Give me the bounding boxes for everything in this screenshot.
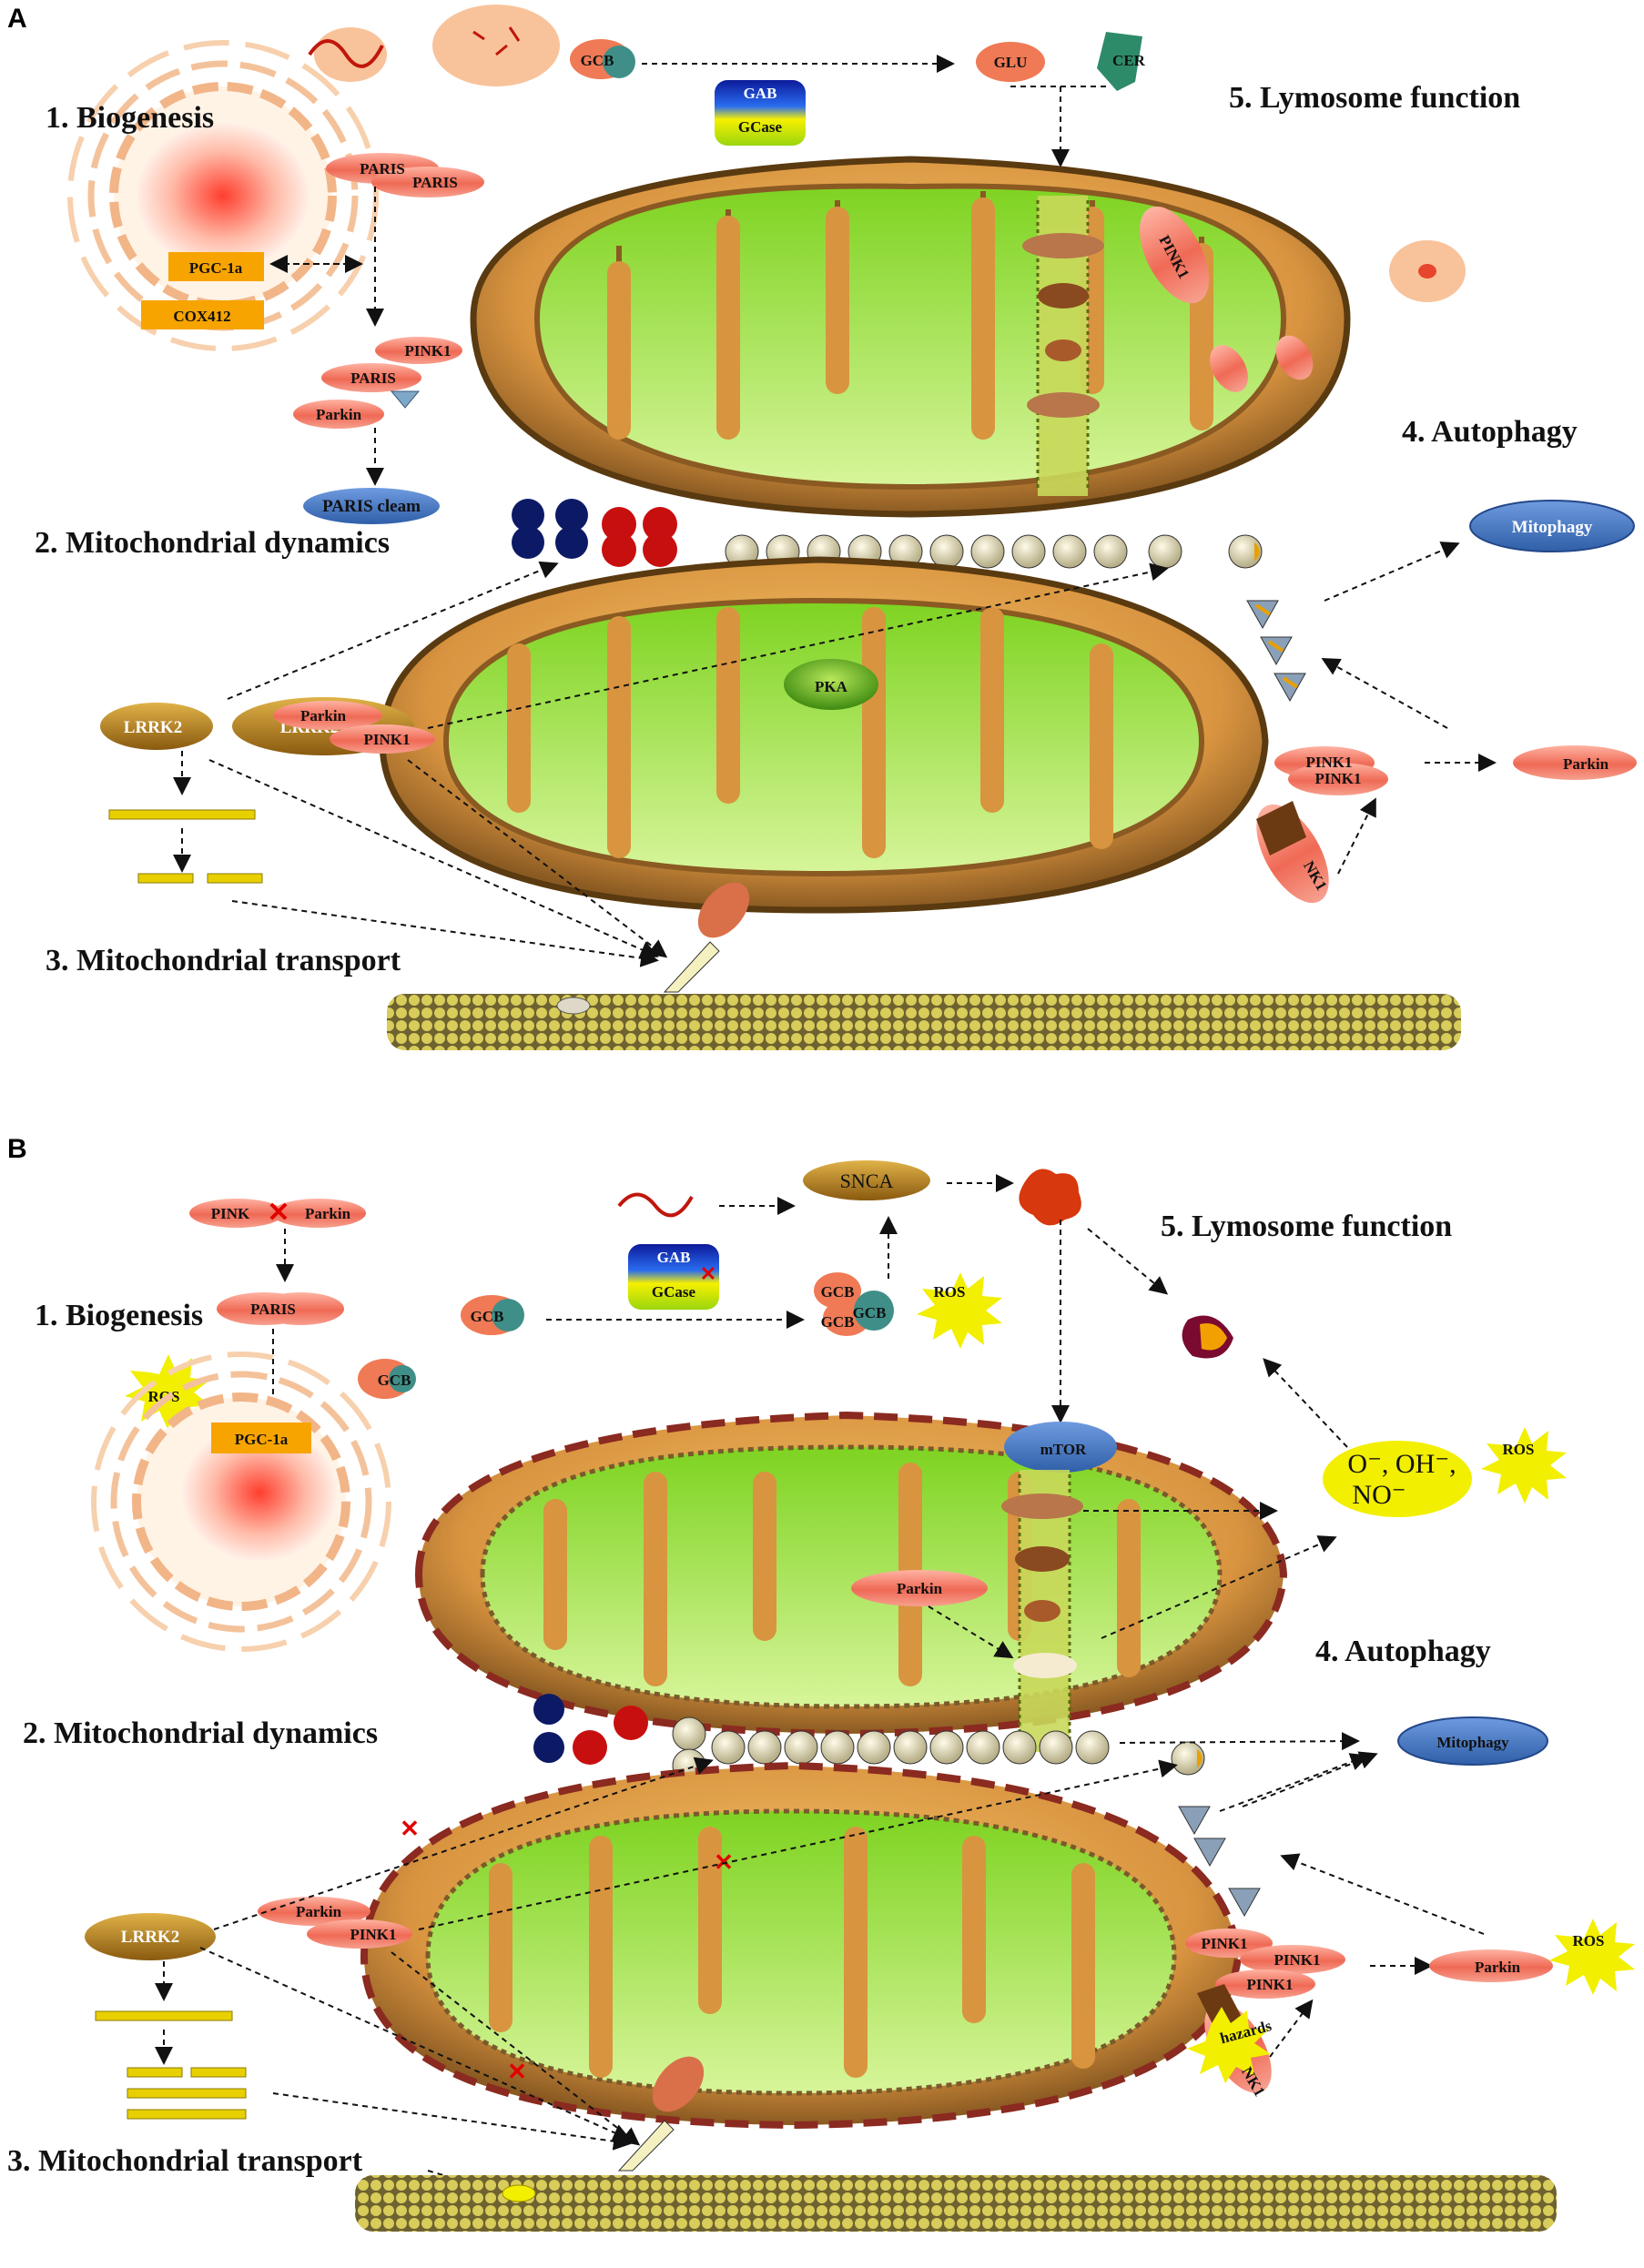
ros-label-4: ROS — [1573, 1932, 1605, 1949]
snca-label: SNCA — [840, 1169, 894, 1192]
pink1-label-d2: PINK1 — [1274, 1951, 1321, 1969]
parkin-label-c: Parkin — [1563, 755, 1609, 773]
label-biogenesis-b: 1. Biogenesis — [35, 1299, 203, 1332]
label-dynamics-a: 2. Mitochondrial dynamics — [35, 526, 390, 560]
glu-label: GLU — [994, 54, 1028, 71]
drp-beads-b — [533, 1694, 648, 1765]
er-nucleus-top — [67, 40, 379, 351]
label-autophagy-b: 4. Autophagy — [1315, 1635, 1491, 1668]
parkin-top-label-b: Parkin — [305, 1205, 351, 1222]
hazards-star — [1187, 2007, 1271, 2083]
paris-label-1: PARIS — [360, 160, 405, 177]
mitochondrion-a-upper — [470, 156, 1351, 518]
er-nucleus-b — [91, 1352, 391, 1652]
mitochondrion-b-lower — [360, 1761, 1243, 2130]
panel-label-a: A — [7, 4, 27, 34]
bead-chain-a — [725, 534, 1263, 569]
paris-clean-label: PARIS cleam — [322, 497, 421, 516]
parkin-label-a: Parkin — [316, 406, 362, 423]
svg-text:LRRK2: LRRK2 — [124, 718, 182, 737]
gcb-label-b5: GCB — [853, 1304, 887, 1321]
snca-fibril-icon — [617, 1192, 694, 1218]
svg-text:✕: ✕ — [700, 1262, 716, 1285]
label-lysosome-b: 5. Lymosome function — [1161, 1210, 1452, 1243]
svg-text:✕: ✕ — [507, 2059, 527, 2085]
paris-label-b: PARIS — [250, 1301, 296, 1318]
radicals-line2: NO⁻ — [1352, 1480, 1406, 1510]
pink1-label-c: PINK1 — [1306, 754, 1353, 771]
radicals-line1: O⁻, OH⁻, — [1347, 1449, 1456, 1479]
pink1-label-d: PINK1 — [1315, 770, 1362, 787]
pink-label-b: PINK — [211, 1205, 250, 1222]
gcb-label-b3: GCB — [821, 1283, 855, 1301]
ros-label-3: ROS — [1503, 1441, 1535, 1458]
aggregate-icon — [1019, 1169, 1081, 1226]
block-x-icon: ✕ — [267, 1198, 289, 1228]
label-dynamics-b: 2. Mitochondrial dynamics — [23, 1716, 378, 1750]
pka-label: PKA — [815, 678, 848, 695]
label-transport-a: 3. Mitochondrial transport — [46, 944, 401, 977]
gcb-label-b2: GCB — [471, 1308, 504, 1325]
membrane-channel-b — [1001, 1470, 1083, 1752]
label-transport-b: 3. Mitochondrial transport — [7, 2144, 363, 2178]
panel-label-b: B — [7, 1134, 27, 1164]
triangle-tags-a — [1246, 600, 1306, 703]
mitophagy-label-b: Mitophagy — [1436, 1734, 1509, 1751]
label-autophagy-a: 4. Autophagy — [1402, 415, 1578, 449]
pgc-label-a: PGC-1a — [189, 259, 243, 277]
label-biogenesis-a: 1. Biogenesis — [46, 101, 214, 135]
parkin-label-b2: Parkin — [296, 1903, 342, 1920]
drp-beads-a — [512, 499, 677, 567]
gcb-label-a: GCB — [581, 52, 614, 69]
membrane-channel-a — [1022, 196, 1104, 496]
gcase-label-b: GCase — [652, 1283, 696, 1301]
lrrk2-label-b: LRRK2 — [121, 1928, 179, 1947]
mitophagy-label-a: Mitophagy — [1512, 518, 1593, 537]
parkin-label-b: Parkin — [300, 707, 347, 724]
gcase-label-a: GCase — [738, 118, 783, 136]
parkin-label-c2: Parkin — [1475, 1959, 1521, 1976]
ros-star-3 — [1481, 1427, 1567, 1504]
mitochondrion-b-upper — [414, 1411, 1288, 1738]
pink1-label-a: PINK1 — [405, 342, 452, 359]
gab-label-b: GAB — [657, 1249, 691, 1266]
gcb-label-b1: GCB — [378, 1372, 411, 1389]
svg-text:✕: ✕ — [400, 1816, 420, 1842]
microtubule-b — [355, 2175, 1557, 2232]
label-lysosome-a: 5. Lymosome function — [1229, 81, 1520, 115]
pink1-label-e2: PINK1 — [1247, 1976, 1294, 1993]
ros-label-2: ROS — [934, 1283, 966, 1301]
cer-label: CER — [1112, 52, 1146, 69]
pink1-label-b2: PINK1 — [350, 1926, 397, 1943]
pink1-label-c2: PINK1 — [1202, 1935, 1248, 1952]
lysosome-blobs-top — [308, 5, 1466, 302]
ros-star-4 — [1549, 1919, 1635, 1995]
gab-label-a: GAB — [744, 85, 777, 102]
mtor-label: mTOR — [1040, 1441, 1087, 1458]
gcb-label-b4: GCB — [821, 1313, 855, 1331]
microtubule-a — [387, 994, 1461, 1050]
paris-label-3: PARIS — [350, 370, 396, 387]
ros-star-2 — [917, 1272, 1002, 1349]
pink1-label-b: PINK1 — [364, 731, 411, 748]
bead-chain-b — [672, 1716, 1205, 1783]
triangle-tags-b — [1178, 1806, 1261, 1918]
cox-label-a: COX412 — [173, 308, 230, 325]
paris-label-2: PARIS — [412, 174, 458, 191]
mitochondrion-a-lower — [379, 556, 1269, 914]
pgc-label-b: PGC-1a — [235, 1431, 289, 1448]
parkin-mid-label: Parkin — [897, 1580, 943, 1597]
